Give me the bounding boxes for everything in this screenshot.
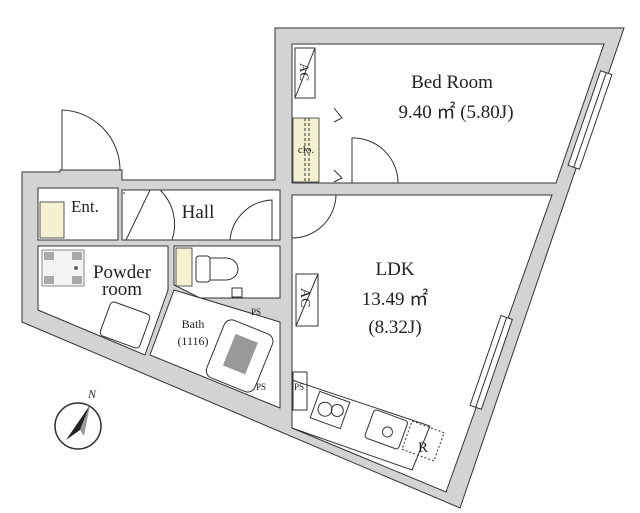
bedroom-area-label: 9.40 ㎡ (5.80J)	[398, 100, 513, 123]
bedroom-area	[291, 43, 605, 184]
toilet-door	[229, 199, 273, 241]
shoe-cabinet	[39, 201, 65, 239]
bath-label: Bath	[182, 317, 205, 331]
ac-label-ldk: AC	[297, 288, 312, 307]
powder-room-label-2: room	[102, 279, 142, 300]
stove-icon	[309, 390, 351, 430]
bathtub-icon	[205, 319, 274, 393]
sink-icon	[364, 409, 408, 450]
bedroom-label: Bed Room	[411, 72, 493, 93]
ldk-area	[291, 194, 553, 493]
closet-door	[333, 107, 343, 183]
ldk-label: LDK	[375, 259, 414, 280]
hall-area	[121, 189, 281, 241]
entrance-label: Ent.	[71, 197, 99, 216]
toilet-tank	[195, 255, 211, 283]
closet-label: clo.	[298, 144, 314, 156]
ldk-tatami-label: (8.32J)	[368, 317, 421, 338]
washing-machine-pan	[99, 301, 151, 349]
toilet-cabinet	[175, 247, 193, 287]
ac-label-bedroom: AC	[297, 63, 312, 81]
ldk-door	[291, 194, 337, 239]
bath-size-label: (1116)	[177, 334, 208, 348]
ps-label-bath-top: PS	[251, 307, 261, 317]
hall-label: Hall	[182, 202, 215, 223]
ps-ldk	[292, 371, 308, 411]
window-bedroom	[567, 70, 613, 170]
refrigerator-label: R	[418, 440, 428, 456]
entrance-door	[61, 109, 121, 171]
hall-door	[123, 189, 176, 241]
bedroom-door	[351, 137, 399, 184]
compass-icon	[54, 402, 102, 450]
bath-area	[149, 289, 281, 409]
compass-north-label: N	[87, 387, 97, 401]
powder-room-label-1: Powder	[93, 262, 152, 283]
toilet-area	[173, 245, 281, 299]
ldk-area-label: 13.49 ㎡	[362, 287, 429, 310]
kitchen-counter	[291, 379, 431, 471]
window-ldk	[469, 314, 513, 410]
washbasin-icon	[41, 249, 85, 287]
toilet-bowl-icon	[210, 257, 239, 281]
ps-label-ldk: PS	[294, 382, 304, 392]
refrigerator-space	[401, 420, 445, 462]
closet	[292, 117, 320, 183]
ps-label-bath-bottom: PS	[256, 382, 266, 392]
